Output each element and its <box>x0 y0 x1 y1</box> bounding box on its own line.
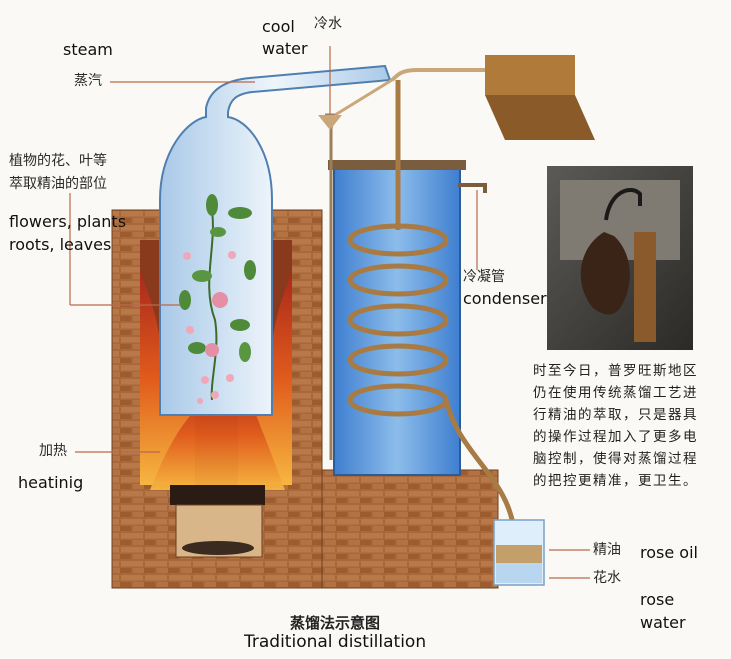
collecting-vessel <box>493 519 545 586</box>
plants-in-flask <box>179 194 256 404</box>
steam-label-en: steam <box>63 40 113 59</box>
cool-water-inlet <box>318 55 595 460</box>
water-label-en-1: rose <box>640 590 675 609</box>
heating-label-zh: 加热 <box>39 443 67 459</box>
steam-label-zh: 蒸汽 <box>74 73 102 89</box>
cool-water-label-en-1: cool <box>262 17 295 36</box>
cool-water-label-zh: 冷水 <box>314 16 342 32</box>
note-paragraph: 时至今日，普罗旺斯地区仍在使用传统蒸馏工艺进行精油的萃取，只是器具的操作过程加入… <box>533 363 698 489</box>
water-label-en-2: water <box>640 613 686 632</box>
condenser-label-en: condenser <box>463 289 547 308</box>
oil-label-en: rose oil <box>640 543 698 562</box>
photo-thumbnail <box>547 166 693 350</box>
caption-title-zh: 蒸馏法示意图 <box>290 614 381 632</box>
plants-label-zh-1: 植物的花、叶等 <box>9 153 107 169</box>
condenser-base <box>317 469 499 589</box>
caption-title-en: Traditional distillation <box>244 632 427 652</box>
plants-label-zh-2: 萃取精油的部位 <box>9 176 107 192</box>
heating-label-en: heatinig <box>18 473 84 492</box>
plants-label-en-1: flowers, plants <box>9 212 127 231</box>
cool-water-label-en-2: water <box>262 39 308 58</box>
water-label-zh: 花水 <box>593 570 621 586</box>
plants-label-en-2: roots, leaves <box>9 235 112 254</box>
label-leaders <box>69 46 590 579</box>
oil-label-zh: 精油 <box>593 542 621 558</box>
condenser-label-zh: 冷凝管 <box>463 269 505 285</box>
